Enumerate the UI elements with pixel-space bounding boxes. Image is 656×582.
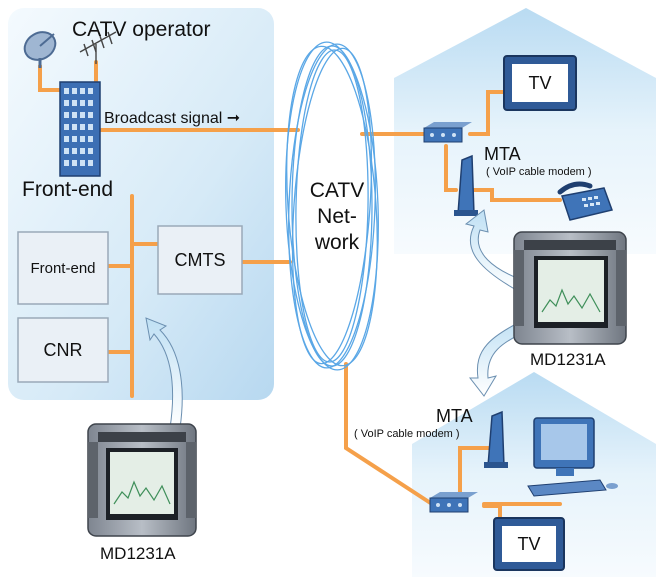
home-bottom-house xyxy=(412,372,656,577)
arrow-to-front-end xyxy=(145,317,183,429)
arrow-to-bottom-home xyxy=(468,317,535,397)
cmts-box-label: CMTS xyxy=(174,249,226,270)
front-end-box xyxy=(17,231,109,305)
network-line-2: Net- xyxy=(317,205,357,228)
building-icon xyxy=(59,81,101,177)
tv-bottom-label: TV xyxy=(517,533,541,554)
mta-top-label: MTA xyxy=(484,144,521,164)
operator-title: CATV operator xyxy=(72,18,211,41)
md1231a-instrument-left xyxy=(87,423,197,537)
satellite-dish-icon xyxy=(23,31,57,68)
cmts-box xyxy=(157,225,243,295)
mta-splitter-icon-bottom xyxy=(429,492,478,513)
mta-top-sub-label: ( VoIP cable modem ) xyxy=(486,166,592,178)
md1231a-right-label: MD1231A xyxy=(530,350,606,369)
tv-icon-top xyxy=(503,55,577,111)
mta-bottom-sub-label: ( VoIP cable modem ) xyxy=(354,428,460,440)
network-line-1: CATV xyxy=(309,179,365,202)
broadcast-signal-text: Broadcast signal xyxy=(104,110,223,127)
tv-top-label: TV xyxy=(528,72,552,93)
front-end-box-label: Front-end xyxy=(30,259,96,277)
cables xyxy=(38,60,562,542)
arrow-right-icon: ➞ xyxy=(226,110,241,127)
catv-network-coil xyxy=(285,41,379,371)
antenna-icon xyxy=(79,31,117,64)
catv-network-label: CATV Net- work xyxy=(308,178,366,256)
md1231a-instrument-right xyxy=(513,231,627,345)
modem-icon-bottom xyxy=(484,410,508,468)
telephone-icon xyxy=(557,181,613,221)
cnr-box xyxy=(17,317,109,383)
mta-bottom-label: MTA xyxy=(436,406,473,426)
front-end-section-label: Front-end xyxy=(22,178,114,201)
broadcast-signal-label: Broadcast signal ➞ xyxy=(104,108,240,128)
md1231a-left-label: MD1231A xyxy=(100,544,176,563)
tv-icon-bottom xyxy=(493,517,565,571)
mta-splitter-icon-top xyxy=(423,122,472,143)
computer-icon xyxy=(527,417,618,497)
network-line-3: work xyxy=(314,231,360,254)
modem-icon-top xyxy=(454,154,478,216)
cnr-box-label: CNR xyxy=(43,339,83,360)
